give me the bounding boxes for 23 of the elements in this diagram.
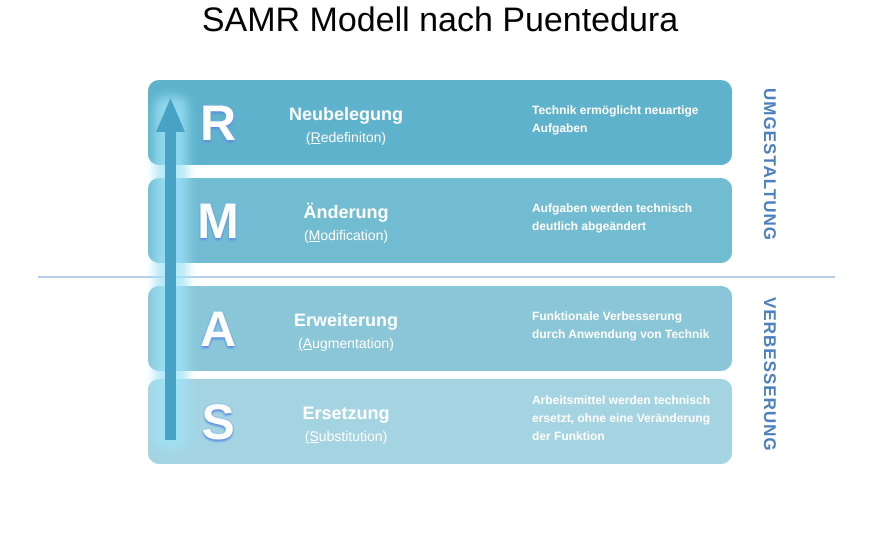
stage-heading: Neubelegung <box>288 103 404 125</box>
stage-description: Aufgaben werden technisch deutlich abgeändert <box>532 200 694 234</box>
category-label: UMGESTALTUNG <box>759 88 780 242</box>
stage-band <box>148 379 732 464</box>
stage-description: Arbeitsmittel werden technisch ersetzt, ohne eine Veränderung der Funktion <box>532 392 712 444</box>
stage-description: Technik ermöglicht neuartige Aufgaben <box>532 102 700 136</box>
stage-letter: M <box>196 192 240 248</box>
category-label: VERBESSERUNG <box>759 297 780 452</box>
stage-heading: Ersetzung <box>301 402 390 424</box>
stage-letter: R <box>198 94 238 150</box>
stage-heading: Erweiterung <box>292 309 400 331</box>
title: SAMR Modell nach Puentedura <box>200 0 680 40</box>
stage-description: Funktionale Verbesserung durch Anwendung von Technik <box>532 308 710 342</box>
stage-subtitle: (Substitution) <box>304 427 388 445</box>
stage-band <box>148 286 732 371</box>
stage-band <box>148 80 732 165</box>
stage-subtitle: (Redefiniton) <box>304 128 388 146</box>
stage-letter: A <box>198 300 238 356</box>
stage-band <box>148 178 732 263</box>
stage-heading: Änderung <box>302 201 390 223</box>
stage-subtitle: (Augmentation) <box>297 334 395 352</box>
stage-letter: S <box>200 394 236 450</box>
stage-subtitle: (Modification) <box>302 226 390 244</box>
